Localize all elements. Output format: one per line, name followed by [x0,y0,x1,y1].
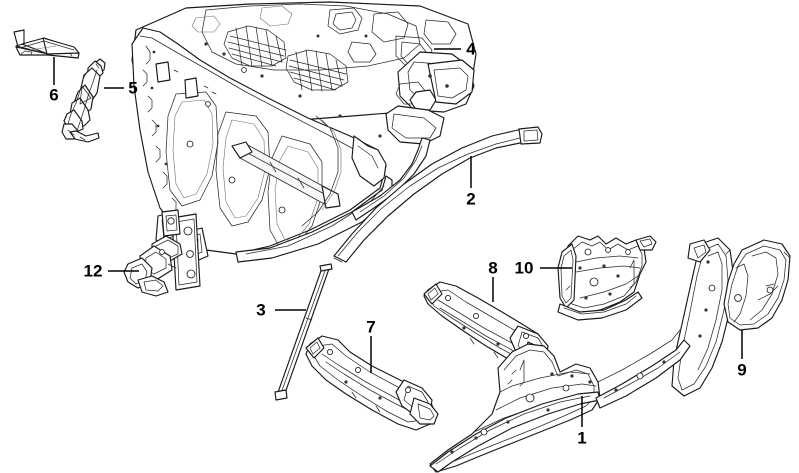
callout-label-8: 8 [488,258,498,278]
part-3-windscreen-a-pillar-rod [274,263,333,401]
callout-label-7: 7 [366,317,376,337]
callout-label-10: 10 [514,258,534,278]
callout-label-4: 4 [466,39,476,59]
callout-label-1: 1 [577,428,587,448]
callout-leader-lines [53,48,743,427]
callout-label-6: 6 [49,85,59,105]
part-6-left-angled-reinforcement [13,29,80,59]
callout-label-12: 12 [83,261,103,281]
callout-label-3: 3 [256,300,266,320]
part-9-b-pillar-lower-cover [723,239,791,331]
part-4-rear-floor-panel-assembly [131,1,477,263]
callout-label-2: 2 [466,189,476,209]
callout-label-9: 9 [737,360,747,380]
part-1-rocker-panel-sill [429,237,735,473]
part-10-inner-sill-reinforcement [557,235,657,321]
part-2-roof-rail-trim-strip [333,126,543,263]
callout-label-5: 5 [128,78,138,98]
part-12-door-hinge-bracket [123,209,201,297]
part-5-right-support-bracket [61,58,106,143]
part-7-front-seat-crossmember-left [305,335,439,431]
